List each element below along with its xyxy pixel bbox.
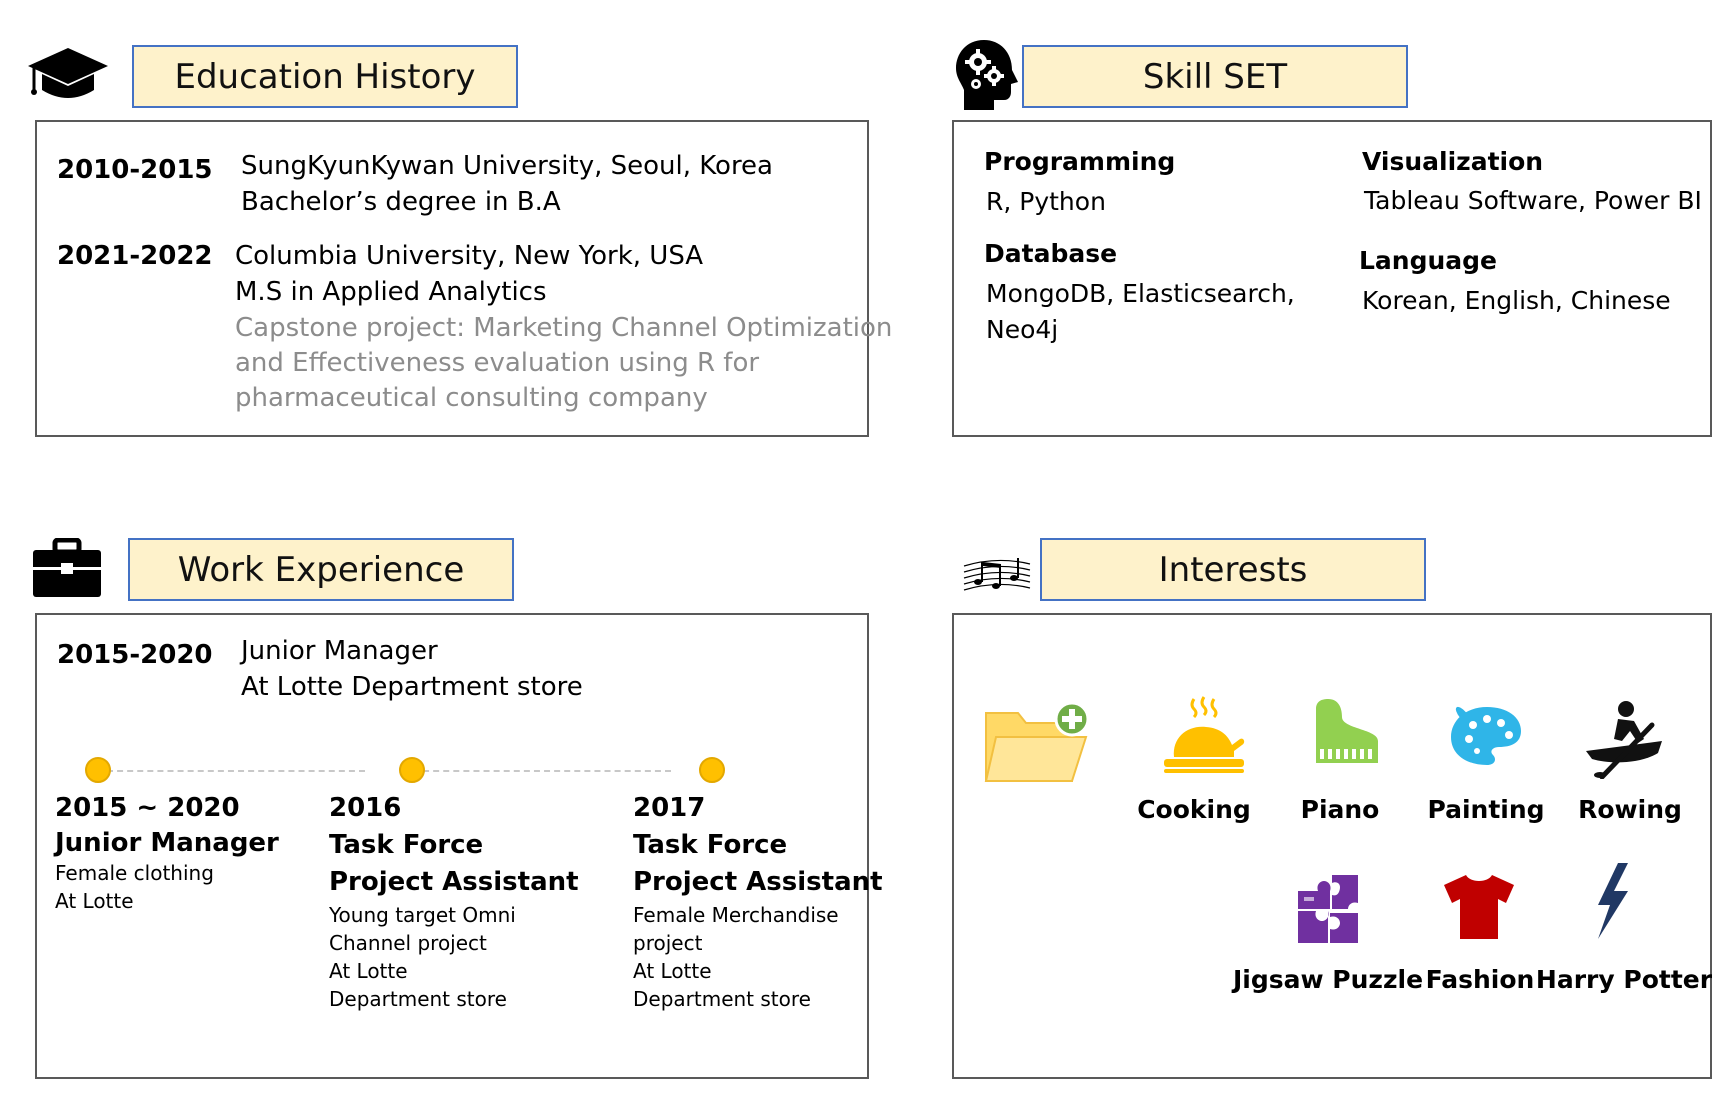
education-line-2a: Columbia University, New York, USA bbox=[235, 241, 704, 271]
timeline-item-2-detail-4: Department store bbox=[329, 987, 507, 1011]
education-line-1b: Bachelor’s degree in B.A bbox=[241, 187, 561, 217]
education-note-3: pharmaceutical consulting company bbox=[235, 383, 708, 413]
timeline-item-2-heading-1: 2016 bbox=[329, 793, 402, 823]
interest-label-jigsaw: Jigsaw Puzzle bbox=[1232, 965, 1424, 994]
interest-label-cooking: Cooking bbox=[1137, 795, 1251, 824]
tshirt-icon bbox=[1442, 873, 1516, 941]
skill-language-label: Language bbox=[1359, 246, 1498, 275]
education-line-1a: SungKyunKywan University, Seoul, Korea bbox=[241, 151, 773, 181]
interest-label-painting: Painting bbox=[1427, 795, 1545, 824]
timeline-dot-1 bbox=[85, 757, 111, 783]
education-years-2: 2021-2022 bbox=[57, 241, 213, 271]
interests-title: Interests bbox=[1040, 538, 1426, 601]
timeline-connector-2 bbox=[413, 770, 671, 772]
timeline-item-2-detail-2: Channel project bbox=[329, 931, 487, 955]
interests-panel: Cooking Piano Painting Rowing Jigsaw Puz… bbox=[952, 613, 1712, 1079]
timeline-item-3-detail-3: At Lotte bbox=[633, 959, 712, 983]
timeline-item-3-detail-1: Female Merchandise bbox=[633, 903, 839, 927]
skill-database-line-2: Neo4j bbox=[986, 315, 1059, 344]
timeline-dot-2 bbox=[399, 757, 425, 783]
timeline-item-3-heading-1: 2017 bbox=[633, 793, 706, 823]
education-line-2b: M.S in Applied Analytics bbox=[235, 277, 547, 307]
skill-visualization-label: Visualization bbox=[1362, 147, 1544, 176]
rowing-icon bbox=[1582, 699, 1666, 780]
timeline-item-1-detail-2: At Lotte bbox=[55, 889, 134, 913]
education-panel: 2010-2015 SungKyunKywan University, Seou… bbox=[35, 120, 892, 437]
timeline-item-1: 2015 ~ 2020 Junior Manager Female clothi… bbox=[55, 790, 279, 915]
work-panel: 2015-2020 Junior Manager At Lotte Depart… bbox=[35, 613, 883, 1079]
timeline-item-3-heading-2: Task Force bbox=[633, 830, 788, 860]
education-years-1: 2010-2015 bbox=[57, 155, 213, 185]
timeline-item-2-heading-2: Task Force bbox=[329, 830, 484, 860]
skill-language-value: Korean, English, Chinese bbox=[1362, 286, 1671, 315]
skills-title-text: Skill SET bbox=[1142, 56, 1288, 97]
timeline-item-1-detail-1: Female clothing bbox=[55, 861, 214, 885]
interest-label-rowing: Rowing bbox=[1578, 795, 1682, 824]
add-folder-icon[interactable] bbox=[982, 701, 1090, 791]
skill-programming-label: Programming bbox=[984, 147, 1176, 176]
music-notes-icon bbox=[962, 552, 1032, 596]
timeline-item-2-detail-1: Young target Omni bbox=[329, 903, 516, 927]
palette-icon bbox=[1449, 705, 1523, 767]
education-title-text: Education History bbox=[174, 56, 476, 97]
timeline-item-1-heading-1: 2015 ~ 2020 bbox=[55, 793, 240, 823]
timeline-item-2-detail-3: At Lotte bbox=[329, 959, 408, 983]
graduation-cap-icon bbox=[26, 44, 110, 104]
skill-database-line-1: MongoDB, Elasticsearch, bbox=[986, 279, 1295, 308]
timeline-item-3-detail-4: Department store bbox=[633, 987, 811, 1011]
skills-title: Skill SET bbox=[1022, 45, 1408, 108]
head-gears-icon bbox=[954, 38, 1020, 112]
lightning-icon bbox=[1588, 861, 1634, 941]
skills-panel: Programming R, Python Visualization Tabl… bbox=[952, 120, 1712, 437]
education-title: Education History bbox=[132, 45, 518, 108]
timeline-item-3: 2017 Task Force Project Assistant Female… bbox=[633, 790, 883, 1013]
timeline-item-1-heading-2: Junior Manager bbox=[55, 828, 279, 858]
cooking-icon bbox=[1162, 695, 1246, 775]
work-title: Work Experience bbox=[128, 538, 514, 601]
timeline-item-3-heading-3: Project Assistant bbox=[633, 867, 883, 897]
skill-programming-value: R, Python bbox=[986, 187, 1106, 216]
interests-title-text: Interests bbox=[1158, 549, 1308, 590]
work-title-text: Work Experience bbox=[177, 549, 465, 590]
puzzle-icon bbox=[1296, 873, 1362, 945]
timeline-item-2: 2016 Task Force Project Assistant Young … bbox=[329, 790, 579, 1013]
briefcase-icon bbox=[32, 537, 102, 598]
timeline-connector-1 bbox=[107, 770, 365, 772]
education-note-2: and Effectiveness evaluation using R for bbox=[235, 348, 760, 378]
interest-label-fashion: Fashion bbox=[1425, 965, 1535, 994]
timeline-item-2-heading-3: Project Assistant bbox=[329, 867, 579, 897]
work-role: Junior Manager bbox=[241, 636, 438, 666]
interest-label-harry-potter: Harry Potter bbox=[1535, 965, 1713, 994]
interest-label-piano: Piano bbox=[1300, 795, 1380, 824]
timeline-item-3-detail-2: project bbox=[633, 931, 703, 955]
timeline-dot-3 bbox=[699, 757, 725, 783]
education-note-1: Capstone project: Marketing Channel Opti… bbox=[235, 313, 893, 343]
skill-visualization-value: Tableau Software, Power BI bbox=[1364, 186, 1702, 215]
work-company: At Lotte Department store bbox=[241, 672, 583, 702]
skill-database-label: Database bbox=[984, 239, 1118, 268]
piano-icon bbox=[1312, 697, 1382, 767]
work-years: 2015-2020 bbox=[57, 640, 213, 670]
